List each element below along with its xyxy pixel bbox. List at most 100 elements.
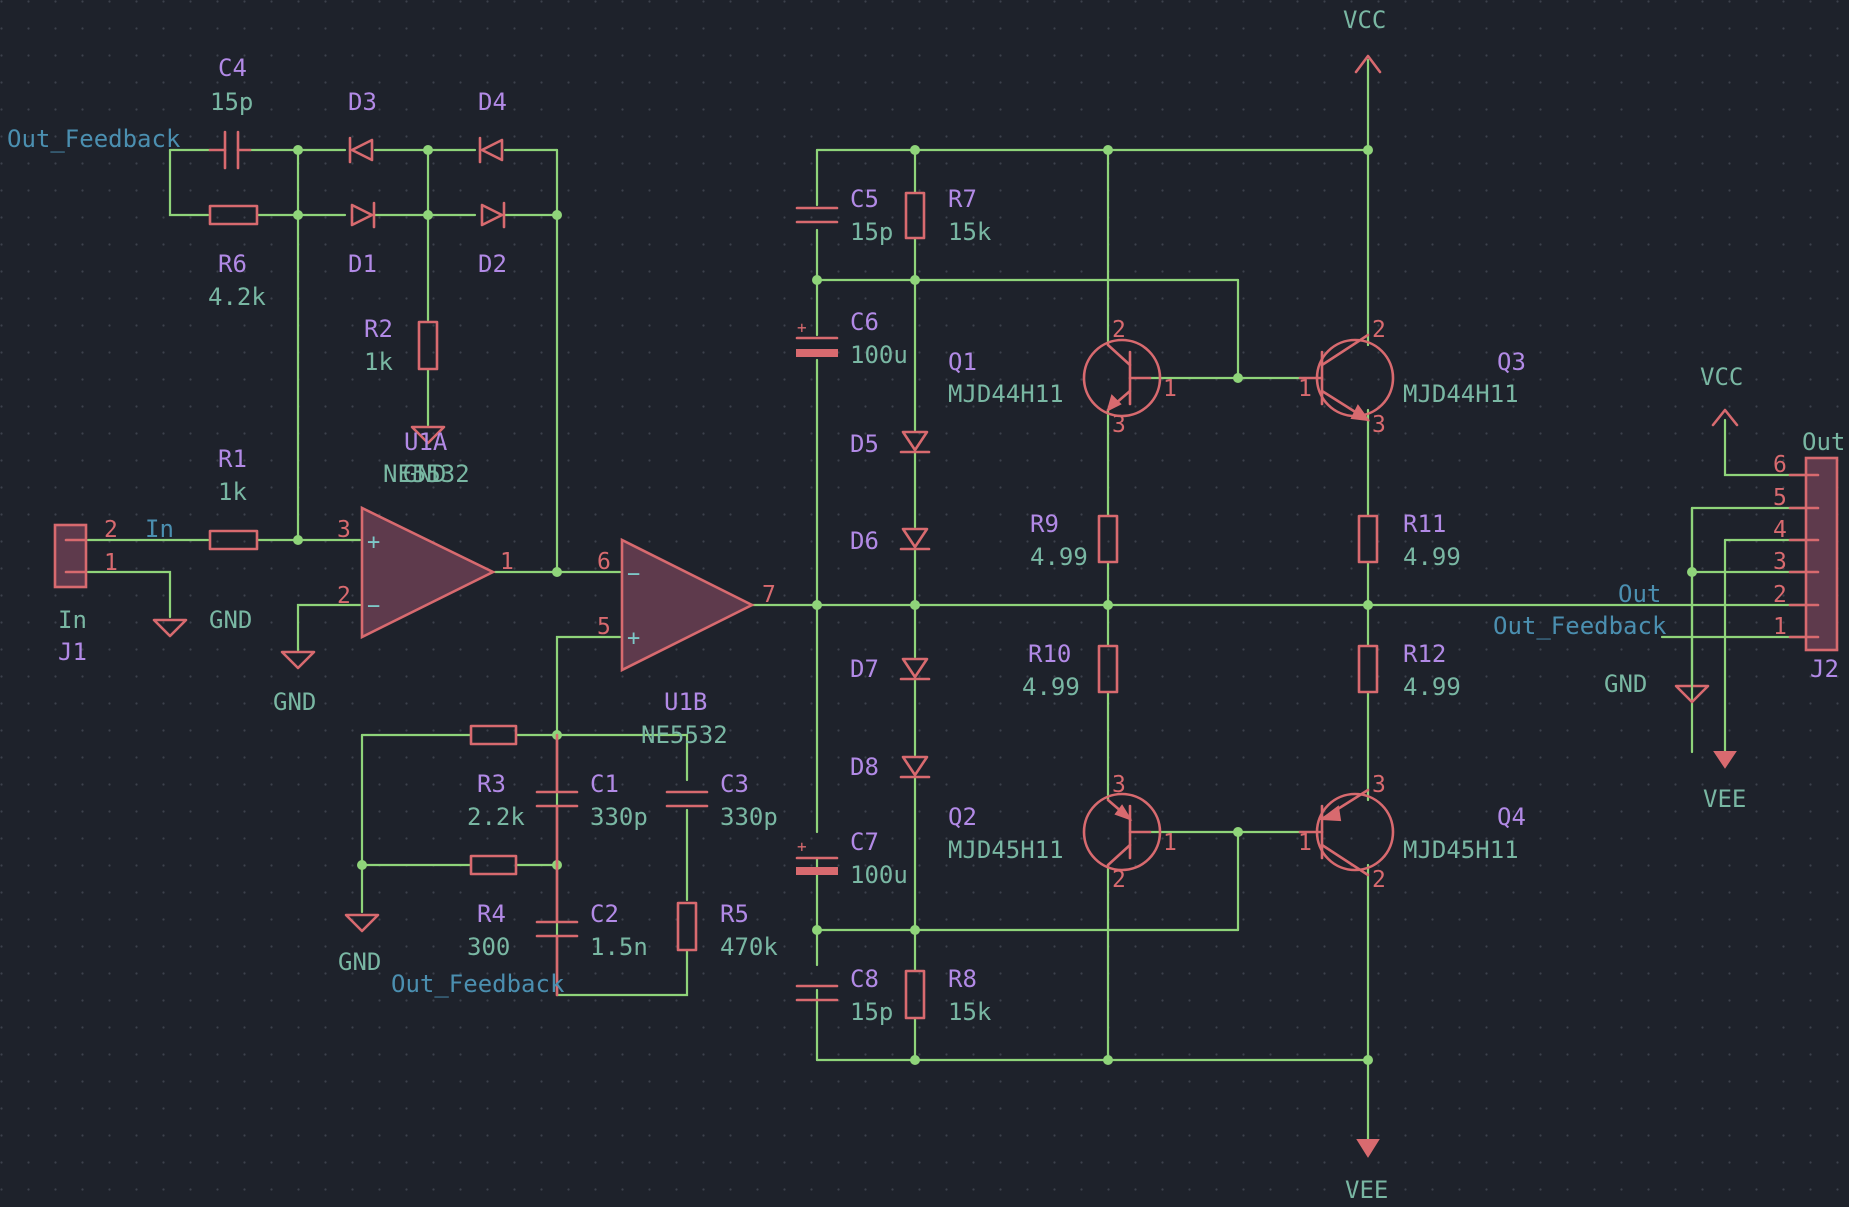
r6-value: 4.2k [208,283,266,311]
u1b-value: NE5532 [641,721,728,749]
r11-value: 4.99 [1403,543,1461,571]
q3-ref: Q3 [1497,348,1526,376]
j2-ref: J2 [1810,655,1839,683]
diode-d5[interactable] [899,430,931,454]
svg-text:+: + [367,530,380,555]
q4-pin-3: 3 [1372,772,1386,798]
r1-value: 1k [218,478,247,506]
r1-ref: R1 [218,445,247,473]
capacitor-c8[interactable] [795,984,839,1002]
transistor-q3[interactable] [1298,333,1395,422]
c4-value: 15p [210,88,253,116]
capacitor-c6[interactable]: + [795,318,839,357]
resistor-r6[interactable] [208,204,259,226]
gnd-label-r4: GND [338,948,381,976]
r5-value: 470k [720,933,778,961]
r11-ref: R11 [1403,510,1446,538]
diode-d4[interactable] [478,136,504,164]
c2-ref: C2 [590,900,619,928]
resistor-r2[interactable] [417,320,439,371]
net-label-out-feedback-bottom: Out_Feedback [391,970,565,998]
vee-symbol-j2 [1713,751,1737,769]
wires [86,58,1814,1142]
gnd-label-r2: GND [403,460,446,488]
r9-value: 4.99 [1030,543,1088,571]
r8-ref: R8 [948,965,977,993]
u1b-pin-5: 5 [597,614,611,640]
vcc-label-top: VCC [1343,6,1386,34]
diode-d8[interactable] [899,755,931,779]
resistor-r11[interactable] [1357,514,1379,564]
gnd-symbol-u1a [280,650,316,670]
opamp-u1b[interactable]: − + [620,537,755,673]
resistor-r12[interactable] [1357,644,1379,694]
opamp-u1a[interactable]: + − [360,505,496,640]
c7-ref: C7 [850,828,879,856]
r9-ref: R9 [1030,510,1059,538]
resistor-r4[interactable] [469,854,518,876]
diode-d6[interactable] [899,527,931,551]
r4-ref: R4 [477,900,506,928]
diode-d1[interactable] [350,201,376,229]
u1a-pin-2: 2 [337,583,351,609]
connector-j2[interactable] [1804,456,1839,652]
q4-pin-2: 2 [1372,867,1386,893]
r5-ref: R5 [720,900,749,928]
gnd-label-j2: GND [1604,670,1647,698]
net-label-out-feedback-right: Out_Feedback [1493,612,1667,640]
diode-d3[interactable] [348,136,374,164]
capacitor-c3[interactable] [665,790,709,808]
junctions [293,145,1697,1065]
capacitor-c4[interactable] [208,130,252,170]
u1b-pin-6: 6 [597,549,611,575]
q4-ref: Q4 [1497,803,1526,831]
q4-pin-1: 1 [1298,830,1312,856]
gnd-symbol-r4 [344,913,380,933]
diode-d2[interactable] [480,201,506,229]
resistor-r1[interactable] [208,529,259,551]
q2-ref: Q2 [948,803,977,831]
resistor-r8[interactable] [904,969,926,1020]
r12-value: 4.99 [1403,673,1461,701]
r10-ref: R10 [1028,640,1071,668]
u1a-pin-1: 1 [500,549,514,575]
vcc-label-j2: VCC [1700,363,1743,391]
c6-ref: C6 [850,308,879,336]
transistor-q4[interactable] [1298,788,1395,877]
q4-value: MJD45H11 [1403,836,1519,864]
j2-pin-6: 6 [1773,452,1787,478]
net-label-in: In [145,515,174,543]
j1-pin-2: 2 [104,517,118,543]
j2-pin-5: 5 [1773,485,1787,511]
svg-text:−: − [367,594,380,619]
gnd-label-j1: GND [209,606,252,634]
svg-text:−: − [627,562,640,587]
resistor-r5[interactable] [676,901,698,952]
r12-ref: R12 [1403,640,1446,668]
capacitor-c1[interactable] [535,733,579,867]
resistor-r10[interactable] [1097,644,1119,694]
transistor-q1[interactable] [1082,338,1162,418]
capacitor-c5[interactable] [795,206,839,224]
c4-ref: C4 [218,54,247,82]
c5-value: 15p [850,218,893,246]
d3-ref: D3 [348,88,377,116]
diode-d7[interactable] [899,657,931,681]
r7-value: 15k [948,218,992,246]
net-label-out: Out [1618,580,1661,608]
resistor-r9[interactable] [1097,514,1119,564]
transistor-q2[interactable] [1082,792,1162,872]
r4-value: 300 [467,933,510,961]
q2-pin-1: 1 [1163,830,1177,856]
c5-ref: C5 [850,185,879,213]
q1-pin-3: 3 [1112,412,1126,438]
capacitor-c7[interactable]: + [795,837,839,875]
capacitor-c2[interactable] [535,863,579,997]
connector-j1[interactable] [53,523,88,589]
vcc-symbol-top [1354,54,1382,74]
resistor-r7[interactable] [904,191,926,240]
u1a-value: NE5532 [383,460,470,488]
resistor-r3[interactable] [469,724,518,746]
